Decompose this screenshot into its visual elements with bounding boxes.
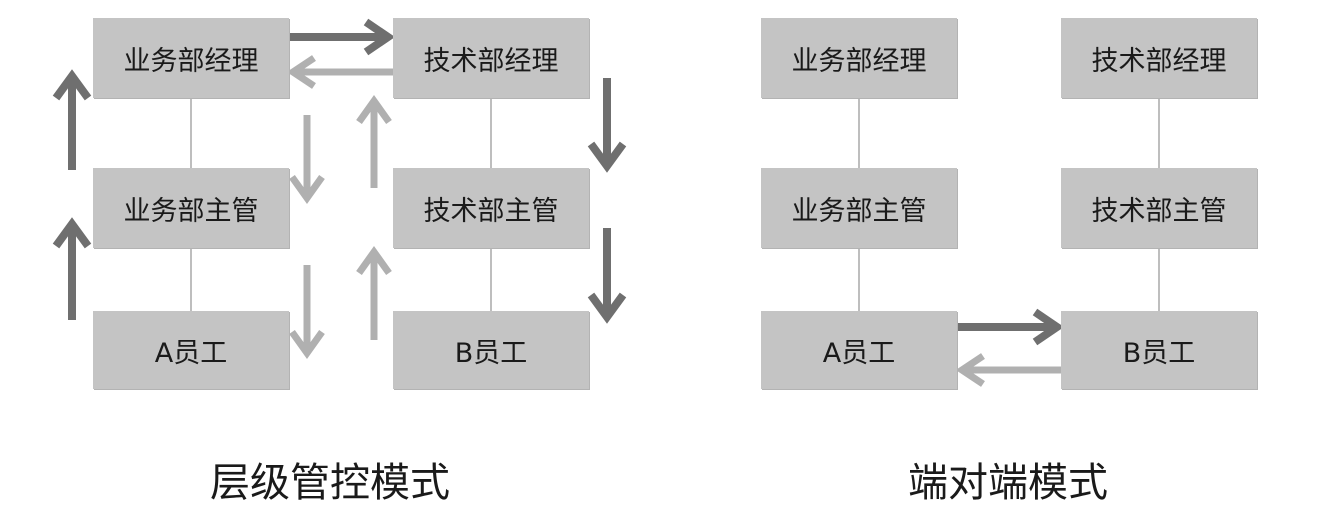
box-label: 业务部主管 <box>123 195 259 227</box>
box-label: 技术部经理 <box>423 45 559 77</box>
box-biz-supervisor: 业务部主管 <box>93 168 289 248</box>
arrow-right-dark <box>958 308 1065 346</box>
box-label: 业务部经理 <box>791 45 927 77</box>
box-tech-manager: 技术部经理 <box>1061 18 1257 98</box>
box-label: A员工 <box>822 337 896 369</box>
box-staff-a: A员工 <box>761 311 957 389</box>
arrow-down-light <box>289 115 325 205</box>
box-staff-b: B员工 <box>393 311 589 389</box>
caption-hierarchical: 层级管控模式 <box>210 460 450 506</box>
box-label: A员工 <box>154 337 228 369</box>
caption-end-to-end: 端对端模式 <box>908 460 1108 506</box>
box-biz-manager: 业务部经理 <box>761 18 957 98</box>
arrow-down-dark <box>587 228 627 324</box>
box-label: 业务部经理 <box>123 45 259 77</box>
box-label: 技术部主管 <box>423 195 559 227</box>
box-tech-supervisor: 技术部主管 <box>1061 168 1257 248</box>
box-biz-supervisor: 业务部主管 <box>761 168 957 248</box>
box-label: 业务部主管 <box>791 195 927 227</box>
arrow-up-dark <box>52 217 92 320</box>
box-staff-b: B员工 <box>1061 311 1257 389</box>
arrow-right-dark <box>290 18 396 56</box>
box-tech-manager: 技术部经理 <box>393 18 589 98</box>
arrow-down-dark <box>587 78 627 173</box>
arrow-up-dark <box>52 69 92 170</box>
box-label: B员工 <box>1122 337 1196 369</box>
arrow-left-light <box>955 353 1062 387</box>
arrow-up-light <box>356 94 392 188</box>
arrow-down-light <box>289 265 325 360</box>
box-label: 技术部主管 <box>1091 195 1227 227</box>
box-tech-supervisor: 技术部主管 <box>393 168 589 248</box>
box-label: 技术部经理 <box>1091 45 1227 77</box>
box-staff-a: A员工 <box>93 311 289 389</box>
arrow-up-light <box>356 245 392 340</box>
box-label: B员工 <box>454 337 528 369</box>
arrow-left-light <box>286 55 393 89</box>
box-biz-manager: 业务部经理 <box>93 18 289 98</box>
